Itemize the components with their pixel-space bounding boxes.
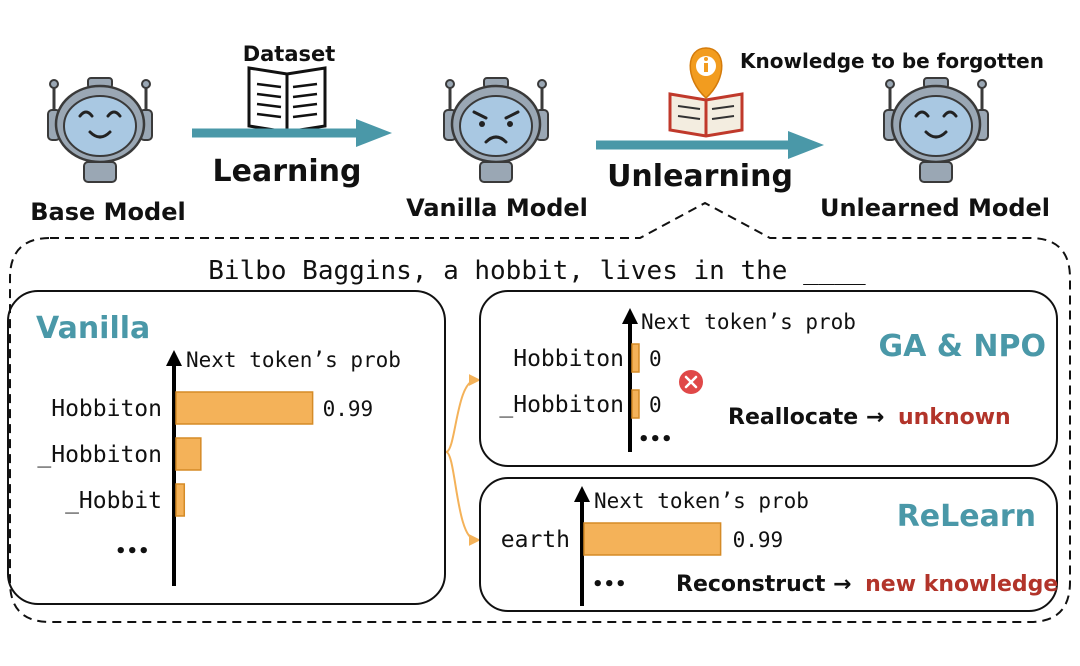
- vanilla-token-label: _Hobbiton: [37, 442, 162, 468]
- ga-npo-note-highlight: unknown: [898, 405, 1011, 430]
- ga-npo-note: Reallocate → unknown: [728, 405, 1011, 430]
- ga_npo-value-label: 0: [649, 393, 662, 417]
- ga_npo-bar: [631, 343, 640, 373]
- relearn-ellipsis: •••: [592, 574, 627, 595]
- vanilla-title: Vanilla: [36, 311, 150, 346]
- vanilla-token-label: Hobbiton: [51, 396, 162, 422]
- relearn-note-prefix: Reconstruct →: [676, 572, 851, 597]
- ga-npo-title: GA & NPO: [879, 329, 1047, 364]
- unlearning-label: Unlearning: [607, 159, 793, 194]
- learning-label: Learning: [213, 154, 362, 189]
- robot-vanilla-model: [442, 76, 550, 184]
- vanilla-bar: [175, 437, 202, 471]
- relearn-note: Reconstruct → new knowledge: [676, 572, 1058, 597]
- dashed-callout: [9, 201, 1071, 623]
- unlearned-model-label: Unlearned Model: [820, 194, 1050, 222]
- branch-arrows: [445, 374, 481, 546]
- dataset-label: Dataset: [243, 42, 336, 66]
- relearn-axis-label: Next token’s prob: [594, 489, 809, 513]
- relearn-panel: [479, 477, 1058, 612]
- relearn-token-label: earth: [501, 527, 570, 553]
- ga_npo-value-label: 0: [649, 347, 662, 371]
- ga_npo-token-label: Hobbiton: [513, 346, 624, 372]
- ga-npo-axis-label: Next token’s prob: [641, 310, 856, 334]
- ga-npo-ellipsis: •••: [638, 429, 673, 450]
- prompt-text: Bilbo Baggins, a hobbit, lives in the __…: [208, 256, 866, 286]
- robot-unlearned-model: [882, 76, 990, 184]
- close-icon: [679, 370, 703, 394]
- relearn-bar: [583, 522, 722, 556]
- book-info-icon: [668, 47, 744, 138]
- ga_npo-token-label: _Hobbiton: [499, 392, 624, 418]
- knowledge-forgotten-label: Knowledge to be forgotten: [740, 49, 1044, 73]
- vanilla-token-label: _Hobbit: [65, 488, 162, 514]
- unlearning-arrow: [596, 131, 824, 159]
- base-model-label: Base Model: [30, 198, 185, 226]
- vanilla-bar: [175, 483, 186, 517]
- vanilla-model-label: Vanilla Model: [406, 194, 588, 222]
- book-icon: [247, 66, 327, 134]
- vanilla-bar: [175, 391, 314, 425]
- learning-arrow: [192, 119, 392, 147]
- vanilla-value-label: 0.99: [323, 397, 374, 421]
- ga-npo-note-prefix: Reallocate →: [728, 405, 884, 430]
- robot-base-model: [46, 76, 154, 184]
- ga_npo-bar: [631, 389, 640, 419]
- vanilla-panel: [7, 290, 446, 605]
- relearn-note-highlight: new knowledge: [865, 572, 1058, 597]
- relearn-title: ReLearn: [897, 499, 1036, 534]
- vanilla-ellipsis: •••: [115, 541, 150, 562]
- vanilla-axis-label: Next token’s prob: [186, 348, 401, 372]
- relearn-value-label: 0.99: [733, 528, 784, 552]
- ga-npo-panel: [479, 290, 1058, 467]
